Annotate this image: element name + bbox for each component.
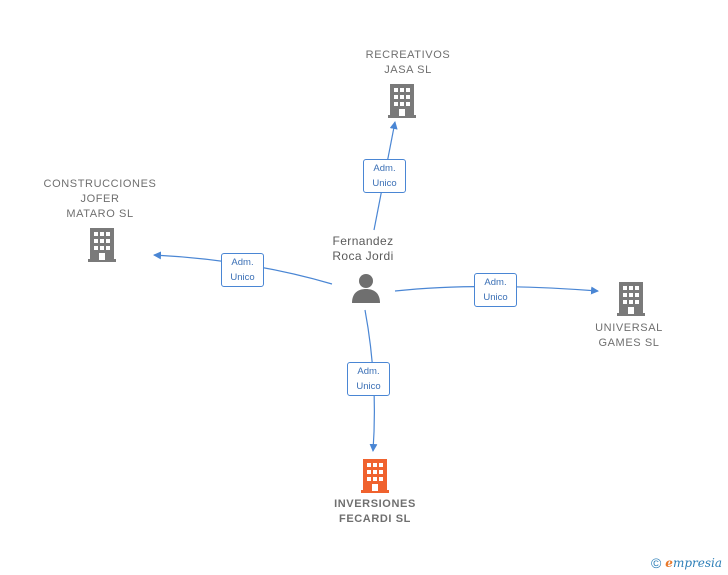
edge-role-tag-right[interactable]: Adm. Unico [474, 273, 517, 307]
role-line1: Adm. [373, 163, 396, 174]
person-label[interactable]: Fernandez Roca Jordi [332, 234, 394, 263]
edge-role-tag-left[interactable]: Adm. Unico [221, 253, 264, 287]
building-icon[interactable] [617, 282, 645, 316]
copyright-symbol: © [650, 555, 662, 571]
person-icon[interactable] [350, 273, 382, 303]
brand-logo[interactable]: empresia [665, 556, 722, 570]
role-line2: Unico [483, 292, 508, 303]
role-line2: Unico [372, 178, 397, 189]
company-label-recreativos-jasa[interactable]: RECREATIVOS JASA SL [365, 49, 451, 76]
role-line1: Adm. [357, 366, 380, 377]
brand-initial: e [665, 556, 673, 570]
company-label-construcciones-jofer[interactable]: CONSTRUCCIONES JOFER MATARO SL [43, 178, 157, 220]
brand-rest: mpresia [672, 556, 722, 570]
edge-role-tag-bottom[interactable]: Adm. Unico [347, 362, 390, 396]
company-label-universal-games[interactable]: UNIVERSAL GAMES SL [595, 322, 663, 349]
role-line2: Unico [230, 272, 255, 283]
footer-credit: © empresia [651, 555, 722, 571]
building-icon[interactable] [88, 228, 116, 262]
role-line1: Adm. [484, 277, 507, 288]
company-label-inversiones-fecardi[interactable]: INVERSIONES FECARDI SL [334, 498, 416, 525]
role-line1: Adm. [231, 257, 254, 268]
role-line2: Unico [356, 381, 381, 392]
building-icon[interactable] [388, 84, 416, 118]
edge-role-tag-top[interactable]: Adm. Unico [363, 159, 406, 193]
focus-building-icon[interactable] [361, 459, 389, 493]
